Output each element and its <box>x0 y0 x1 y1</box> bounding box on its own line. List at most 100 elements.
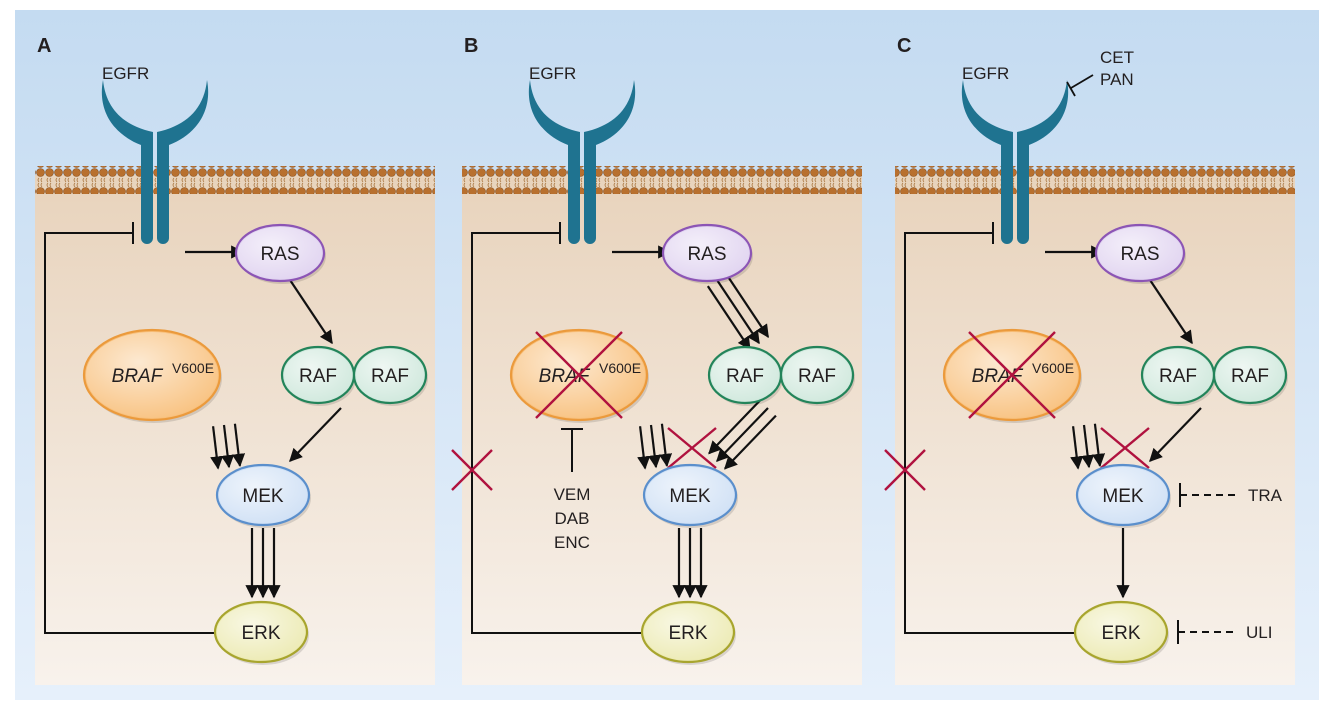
braf-v600e-node-highlight <box>86 332 218 418</box>
panel-label: A <box>37 35 51 57</box>
braf-to-mek-arrow-2 <box>648 424 662 469</box>
braf-to-mek-blocked-cross-stroke-2 <box>667 427 717 469</box>
raf-node-2-label: RAF <box>371 366 409 387</box>
drug-label-pan: PAN <box>1100 70 1134 89</box>
braf-to-mek-blocked-cross <box>1100 427 1150 469</box>
mek-node: MEK <box>1075 463 1171 528</box>
braf-inhibited-cross <box>968 331 1056 419</box>
raf-node-1: RAF <box>280 345 356 406</box>
raf-node-1-label: RAF <box>299 366 337 387</box>
braf-mutation-superscript: V600E <box>172 360 214 376</box>
braf-to-mek-arrow-2 <box>1081 424 1095 469</box>
braf-inhibited-cross-stroke-2 <box>968 331 1056 419</box>
ras-to-raf-arrow-1 <box>725 273 770 338</box>
panel-label: C <box>897 35 911 57</box>
erk-node: ERK <box>213 600 309 665</box>
raf-to-mek-arrow <box>1149 407 1202 462</box>
mek-node-label: MEK <box>242 486 284 507</box>
raf-node-2: RAF <box>779 345 855 406</box>
raf-node-1-highlight <box>711 349 779 401</box>
raf-node-2-highlight <box>1216 349 1284 401</box>
ras-to-raf-arrow <box>1149 279 1193 345</box>
braf-to-mek-arrow-3 <box>1070 426 1084 470</box>
mek-node-highlight <box>1079 467 1167 523</box>
cell-membrane <box>35 166 435 194</box>
raf-node-2: RAF <box>1212 345 1288 406</box>
egfr-left-arm <box>528 80 580 244</box>
braf-to-mek-arrow-1 <box>1091 423 1106 468</box>
drug-label-cet: CET <box>1100 48 1134 67</box>
ras-node-label: RAS <box>1120 244 1159 265</box>
feedback-blocked-cross <box>451 449 493 491</box>
mek-node-highlight <box>646 467 734 523</box>
receptor-label: EGFR <box>102 64 149 83</box>
egfr-right-arm <box>584 80 636 244</box>
erk-feedback-line <box>904 232 1078 634</box>
raf-to-mek-arrow-1 <box>724 414 777 470</box>
braf-to-mek-blocked-cross-stroke-2 <box>1100 427 1150 469</box>
ras-node-highlight <box>1098 227 1182 279</box>
braf-to-mek-arrow-1 <box>658 423 673 468</box>
receptor-label: EGFR <box>529 64 576 83</box>
raf-node-2-highlight <box>356 349 424 401</box>
raf-node-1-highlight <box>1144 349 1212 401</box>
feedback-blocked-cross <box>884 449 926 491</box>
braf-to-mek-blocked-cross <box>667 427 717 469</box>
erk-inhibitor-drug: ULI <box>1177 620 1272 644</box>
raf-node-2-highlight <box>783 349 851 401</box>
braf-v600e-node-label: BRAF <box>539 366 591 387</box>
braf-v600e-node: BRAF V600E <box>509 328 649 423</box>
drug-label-enc: ENC <box>554 533 590 552</box>
raf-to-mek-arrow <box>289 407 342 462</box>
braf-inhibited-cross-stroke-2 <box>535 331 623 419</box>
egfr-receptor-icon <box>101 80 209 244</box>
erk-node-highlight <box>644 604 732 660</box>
ras-to-raf-arrow-3 <box>706 285 751 351</box>
ras-node-label: RAS <box>687 244 726 265</box>
erk-feedback-line <box>44 232 218 634</box>
ras-node-label: RAS <box>260 244 299 265</box>
braf-to-mek-arrow-2 <box>221 424 235 469</box>
ras-to-raf-arrow-2 <box>716 279 760 345</box>
egfr-receptor-icon <box>961 80 1069 244</box>
drug-label-vem: VEM <box>554 485 591 504</box>
egfr-inhibitor-drugs: CET PAN <box>1066 48 1134 97</box>
erk-node: ERK <box>1073 600 1169 665</box>
braf-v600e-node-label: BRAF <box>112 366 164 387</box>
raf-node-1-label: RAF <box>726 366 764 387</box>
feedback-blocked-cross-stroke-2 <box>451 449 493 491</box>
ras-node: RAS <box>1094 223 1186 284</box>
drug-inhibition-stem <box>1070 74 1094 89</box>
braf-v600e-node-label: BRAF <box>972 366 1024 387</box>
raf-node-2: RAF <box>352 345 428 406</box>
erk-node: ERK <box>640 600 736 665</box>
egfr-left-arm <box>101 80 153 244</box>
mek-node: MEK <box>642 463 738 528</box>
raf-node-2-label: RAF <box>798 366 836 387</box>
braf-mutation-superscript: V600E <box>599 360 641 376</box>
erk-node-highlight <box>1077 604 1165 660</box>
mek-node-label: MEK <box>1102 486 1144 507</box>
raf-to-mek-arrow-3 <box>708 399 761 455</box>
feedback-blocked-cross-stroke-2 <box>884 449 926 491</box>
erk-node-label: ERK <box>241 623 280 644</box>
raf-node-1: RAF <box>707 345 783 406</box>
raf-node-2-label: RAF <box>1231 366 1269 387</box>
ras-node-highlight <box>665 227 749 279</box>
erk-feedback-line <box>471 232 645 634</box>
ras-to-raf-arrow <box>289 279 333 345</box>
braf-to-mek-arrow-3 <box>210 426 224 470</box>
ras-node: RAS <box>234 223 326 284</box>
receptor-label: EGFR <box>962 64 1009 83</box>
braf-to-mek-arrow-1 <box>231 423 246 468</box>
erk-node-highlight <box>217 604 305 660</box>
cell-membrane <box>895 166 1295 194</box>
raf-node-1-label: RAF <box>1159 366 1197 387</box>
erk-node-label: ERK <box>1101 623 1140 644</box>
panel-label: B <box>464 35 478 57</box>
